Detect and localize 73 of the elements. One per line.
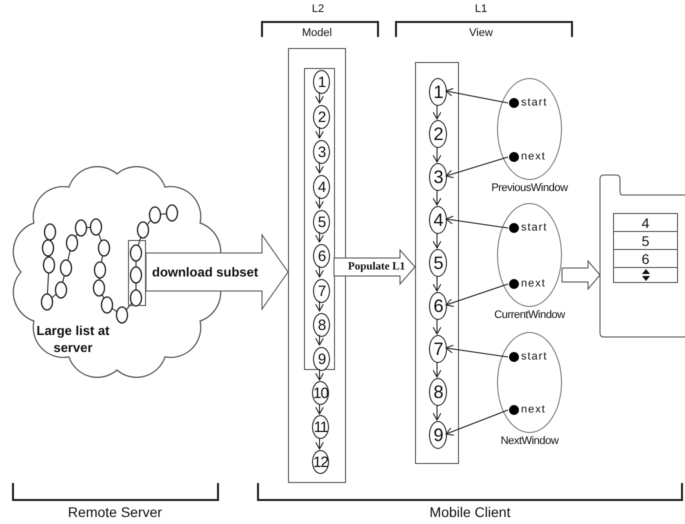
bracket-label: Remote Server (68, 505, 162, 519)
list-item-node: 8 (313, 313, 330, 337)
arrow (432, 276, 442, 292)
list-item-node: 3 (429, 163, 447, 191)
list-container (304, 68, 335, 370)
bracket-label: L1 (474, 4, 488, 15)
list-item-node: 1 (429, 78, 447, 106)
list-row: 4 (614, 214, 677, 232)
list-item-node: 4 (313, 175, 330, 199)
window-name: CurrentWindow (494, 309, 565, 321)
list-item-node: 7 (429, 335, 447, 363)
pointer-label: next (521, 152, 546, 162)
window-name: PreviousWindow (491, 182, 568, 194)
arrow (315, 126, 324, 138)
block-arrow (562, 260, 601, 290)
list-item-node: 6 (429, 292, 447, 320)
pointer-label: start (521, 222, 548, 234)
list-item-node: 10 (312, 381, 329, 405)
arrow (432, 232, 442, 248)
cloud-caption: Large list at server (36, 322, 110, 356)
arrow (446, 156, 508, 178)
block-arrow (334, 248, 416, 286)
arrow (432, 146, 442, 162)
arrow (432, 404, 442, 420)
arrow (446, 88, 508, 104)
list-item-node: 8 (429, 378, 447, 406)
arrow (315, 196, 324, 208)
list-container (288, 48, 346, 483)
block-arrow (146, 233, 289, 311)
edge-label: download subset (152, 266, 258, 278)
list-item-node: 2 (313, 105, 330, 129)
list-item-node: 7 (313, 279, 330, 303)
pointer-label: start (521, 98, 548, 108)
list-container (415, 62, 459, 464)
arrow (446, 410, 508, 436)
edge-label: Populate L1 (348, 262, 406, 272)
list-item-node: 6 (313, 244, 330, 268)
list-row: 6 (614, 250, 677, 268)
list-item-node: 5 (429, 249, 447, 277)
pointer-label: next (521, 404, 546, 416)
arrow (432, 190, 442, 206)
list-item-node: 4 (429, 206, 447, 234)
arrow (315, 232, 324, 242)
arrow (446, 284, 508, 308)
arrow (446, 344, 508, 358)
arrow (315, 92, 324, 104)
arrow (315, 438, 324, 450)
list-item-node: 11 (312, 415, 329, 439)
bracket-label: Model (302, 28, 332, 39)
arrow (432, 362, 442, 378)
list-item-node: 3 (313, 140, 330, 164)
arrow (432, 104, 442, 120)
arrow (432, 318, 442, 334)
list-item-node: 9 (429, 421, 447, 449)
arrow (315, 334, 324, 346)
list-item-node: 1 (313, 70, 330, 94)
list-item-node: 9 (313, 347, 330, 371)
list-item-node: 5 (313, 210, 330, 234)
list-item-node: 12 (312, 450, 329, 474)
arrow (315, 368, 324, 380)
arrow (315, 162, 324, 174)
window-name: NextWindow (500, 435, 558, 447)
bracket-label: Mobile Client (430, 505, 510, 519)
list-item-node: 2 (429, 120, 447, 148)
pointer-label: next (521, 278, 546, 290)
arrow (315, 404, 324, 414)
arrow (315, 300, 324, 312)
arrow (315, 266, 324, 278)
list-row: 5 (614, 232, 677, 250)
pointer-label: start (521, 352, 548, 362)
arrow (446, 216, 508, 228)
bracket-label: View (469, 28, 493, 39)
bracket-label: L2 (312, 4, 324, 15)
